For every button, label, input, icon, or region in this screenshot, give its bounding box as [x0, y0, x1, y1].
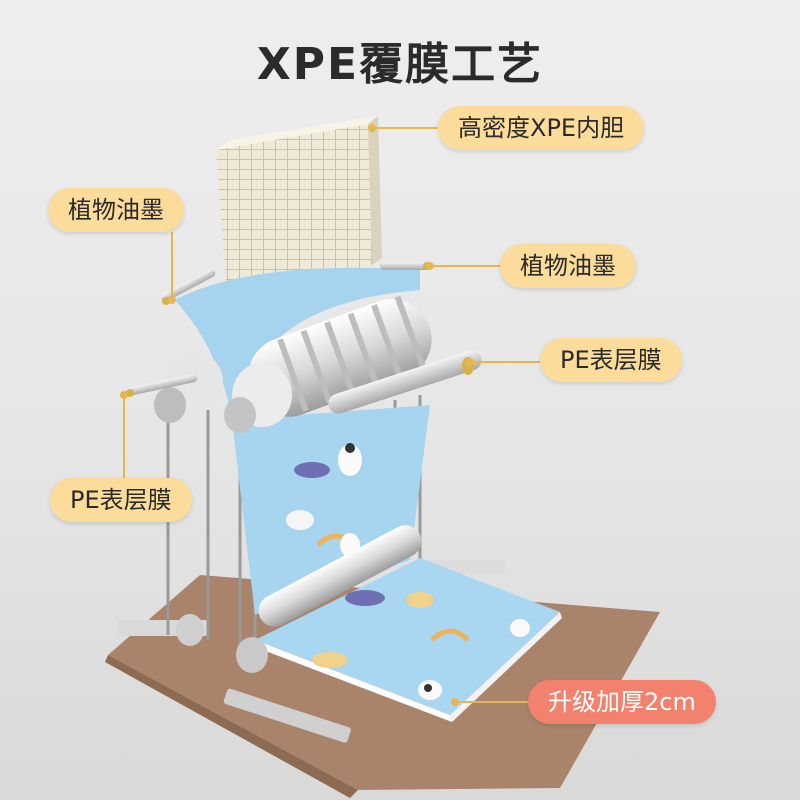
label-plant-ink-left: 植物油墨 [48, 188, 184, 232]
label-plant-ink-right: 植物油墨 [500, 244, 636, 288]
label-thickness: 升级加厚2cm [528, 680, 716, 724]
leader-dot-xpe [368, 124, 376, 132]
leader-dot-ink-left [168, 296, 176, 304]
label-pe-film-right: PE表层膜 [540, 338, 682, 382]
upper-right-rod [380, 262, 430, 270]
leader-dot-thickness [451, 698, 459, 706]
leader-dot-pe-left [120, 391, 128, 399]
label-xpe-core: 高密度XPE内胆 [438, 106, 644, 150]
leader-dot-pe-right [466, 358, 474, 366]
label-pe-film-left: PE表层膜 [50, 478, 192, 522]
leader-dot-ink-right [426, 262, 434, 270]
